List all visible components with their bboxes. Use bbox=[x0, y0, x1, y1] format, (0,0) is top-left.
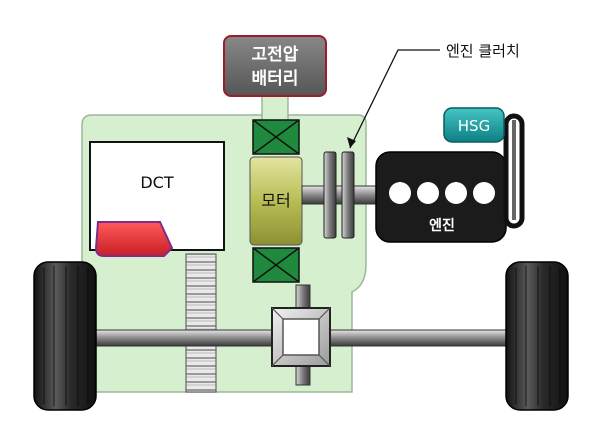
left-wheel bbox=[33, 261, 97, 411]
motor: 모터 bbox=[249, 119, 303, 283]
battery-label-line2: 배터리 bbox=[252, 69, 299, 89]
high-voltage-battery: 고전압 배터리 bbox=[223, 35, 327, 97]
differential bbox=[271, 284, 331, 386]
engine-clutch-callout: 엔진 클러치 bbox=[347, 42, 520, 149]
battery-label-line1: 고전압 bbox=[252, 44, 299, 65]
dct-label: DCT bbox=[140, 173, 173, 192]
dct-actuator bbox=[94, 221, 174, 257]
engine-clutch bbox=[323, 151, 355, 239]
transfer-gear bbox=[185, 253, 217, 393]
right-wheel bbox=[505, 261, 569, 411]
hsg-label: HSG bbox=[458, 117, 490, 135]
hsg-belt bbox=[503, 113, 525, 229]
engine-label: 엔진 bbox=[429, 217, 455, 234]
motor-label: 모터 bbox=[261, 191, 290, 210]
engine: 엔진 bbox=[375, 151, 507, 243]
engine-clutch-label: 엔진 클러치 bbox=[446, 42, 520, 60]
battery-cable bbox=[261, 94, 289, 124]
hsg: HSG bbox=[443, 107, 505, 143]
